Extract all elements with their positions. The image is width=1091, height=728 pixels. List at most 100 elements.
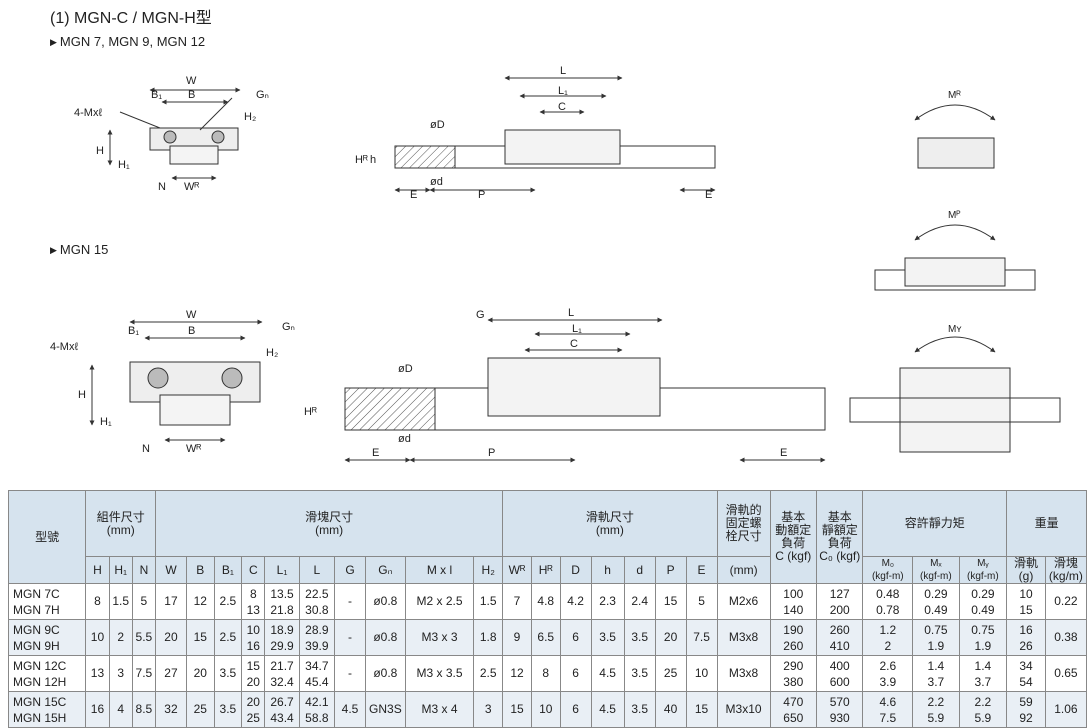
th-sub: P xyxy=(654,556,687,584)
table-cell: 5.5 xyxy=(131,619,157,656)
dim-b: B xyxy=(188,89,195,101)
th-stat: 基本 靜額定 負荷 C₀ (kgf) xyxy=(816,490,864,584)
dim-l1-15: L₁ xyxy=(572,323,582,335)
front-view-15 xyxy=(89,319,263,443)
moment-mp: Mᴾ xyxy=(948,210,961,221)
th-block: 滑塊尺寸 (mm) xyxy=(155,490,504,557)
table-cell: 9 xyxy=(502,619,532,656)
table-cell: 3.5 xyxy=(590,619,625,656)
table-cell: 4 xyxy=(108,691,133,728)
table-cell: M3 x 3.5 xyxy=(404,655,475,692)
dim-b-15: B xyxy=(188,325,195,337)
table-cell: 40 xyxy=(654,691,687,728)
table-cell: 2 xyxy=(108,619,133,656)
table-cell: 0.22 xyxy=(1044,583,1088,620)
table-cell: 13 xyxy=(85,655,110,692)
table-cell: 20 xyxy=(654,619,687,656)
dim-b1-15: B₁ xyxy=(128,325,139,337)
table-cell: 16 xyxy=(85,691,110,728)
table-cell: 6.5 xyxy=(530,619,561,656)
front-view-small-labels: W B₁ B Gₙ 4-Mxℓ H H₁ H₂ N Wᴿ xyxy=(74,75,269,193)
table-cell: M3x10 xyxy=(716,691,771,728)
dim-wr-15: Wᴿ xyxy=(186,443,201,455)
th-sub: B₁ xyxy=(213,556,243,584)
th-weight: 重量 xyxy=(1006,490,1087,557)
table-cell: 8 xyxy=(85,583,110,620)
dim-l1: L₁ xyxy=(558,85,568,97)
th-sub: H xyxy=(85,556,110,584)
table-cell: 4.5 xyxy=(590,655,625,692)
table-cell: 3 xyxy=(473,691,504,728)
dim-gn-15: Gₙ xyxy=(282,321,295,333)
table-cell: ø0.8 xyxy=(364,655,406,692)
th-sub: d xyxy=(623,556,656,584)
table-cell: 7 xyxy=(502,583,532,620)
table-cell: 2.4 xyxy=(623,583,656,620)
dim-h2-15: H₂ xyxy=(266,347,278,359)
table-cell: 10 xyxy=(530,691,561,728)
dim-e-right: E xyxy=(705,189,712,201)
moment-views xyxy=(849,104,1061,453)
side-view-small xyxy=(394,75,716,193)
dim-h2: H₂ xyxy=(244,111,256,123)
dim-e-left: E xyxy=(410,189,417,201)
th-w-rail: 滑塊 (kg/m) xyxy=(1044,556,1088,584)
table-cell: 12 xyxy=(502,655,532,692)
technical-drawings: W B₁ B Gₙ 4-Mxℓ H H₁ H₂ N Wᴿ L L₁ C øD ø… xyxy=(50,65,1061,463)
side-view-15-labels: G L L₁ C øD ød Hᴿ E P E xyxy=(304,307,787,459)
table-cell: 2.5 xyxy=(213,583,243,620)
th-m0: M₀ (kgf-m) xyxy=(862,556,914,584)
dim-b1: B₁ xyxy=(151,89,162,101)
th-sub: C xyxy=(241,556,266,584)
table-cell: 3.5 xyxy=(213,655,243,692)
th-model: 型號 xyxy=(7,490,87,584)
dim-p: P xyxy=(478,189,485,201)
table-cell: 10 xyxy=(685,655,718,692)
dim-h1-15: H₁ xyxy=(100,416,112,428)
section-label-small: ▶MGN 7, MGN 9, MGN 12 xyxy=(50,34,206,49)
th-sub: Hᴿ xyxy=(530,556,561,584)
table-cell: 4.5 xyxy=(334,691,366,728)
dim-hr-15: Hᴿ xyxy=(304,406,317,418)
table-cell: 3.5 xyxy=(623,655,656,692)
table-cell: 10 xyxy=(85,619,110,656)
th-rail: 滑軌尺寸 (mm) xyxy=(502,490,718,557)
spec-table: 型號 組件尺寸 (mm) 滑塊尺寸 (mm) 滑軌尺寸 (mm) 滑軌的 固定螺… xyxy=(7,490,1088,728)
dim-mxl: 4-Mxℓ xyxy=(74,107,102,119)
table-cell: 15 xyxy=(685,691,718,728)
table-cell: 1.06 xyxy=(1044,691,1088,728)
moment-mr: Mᴿ xyxy=(948,90,961,101)
dim-d-small: ød xyxy=(430,176,443,188)
side-view-15 xyxy=(344,317,826,463)
th-my: Mᵧ (kgf-m) xyxy=(958,556,1008,584)
table-cell: GN3S xyxy=(364,691,406,728)
table-cell: 1.5 xyxy=(108,583,133,620)
table-cell: 1.5 xyxy=(473,583,504,620)
table-cell: - xyxy=(334,619,366,656)
table-cell: 3.5 xyxy=(623,619,656,656)
dim-g-15: G xyxy=(476,309,485,321)
dim-gn: Gₙ xyxy=(256,89,269,101)
th-moment: 容許靜力矩 xyxy=(862,490,1008,557)
